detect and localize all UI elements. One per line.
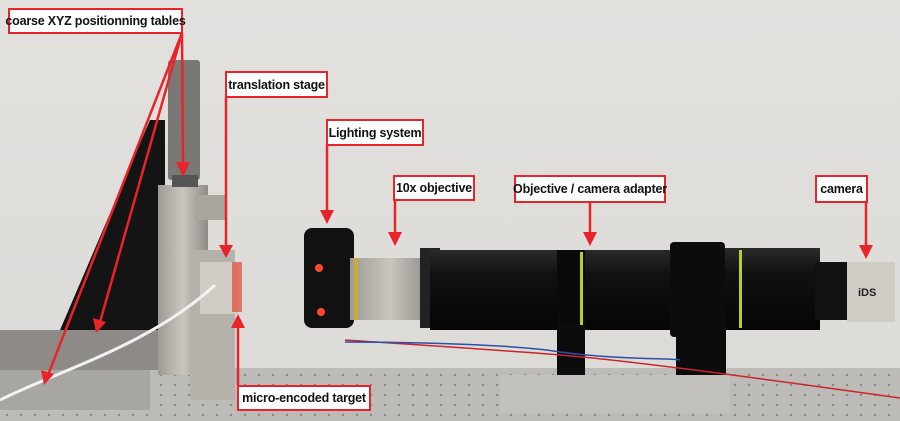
annotation-arrows	[41, 32, 873, 385]
objective-camera-adapter	[430, 242, 820, 413]
camera-body: iDS	[815, 262, 895, 322]
label-camera: camera	[815, 175, 868, 203]
label-coarse-xyz-tables: coarse XYZ positionning tables	[5, 8, 186, 34]
micro-encoded-target	[200, 262, 242, 314]
lighting-system	[304, 228, 354, 328]
objective-lens	[350, 248, 440, 328]
camera-brand-logo: iDS	[858, 287, 876, 299]
label-10x-objective: 10x objective	[393, 175, 475, 201]
label-translation-stage: translation stage	[225, 71, 328, 98]
label-lighting-system: Lighting system	[326, 119, 424, 146]
fiber-cable	[0, 283, 217, 402]
blue-cable	[344, 341, 681, 361]
label-objective-camera-adapter: Objective / camera adapter	[513, 175, 667, 203]
label-micro-encoded-target: micro-encoded target	[237, 385, 371, 411]
red-cable	[344, 339, 900, 399]
